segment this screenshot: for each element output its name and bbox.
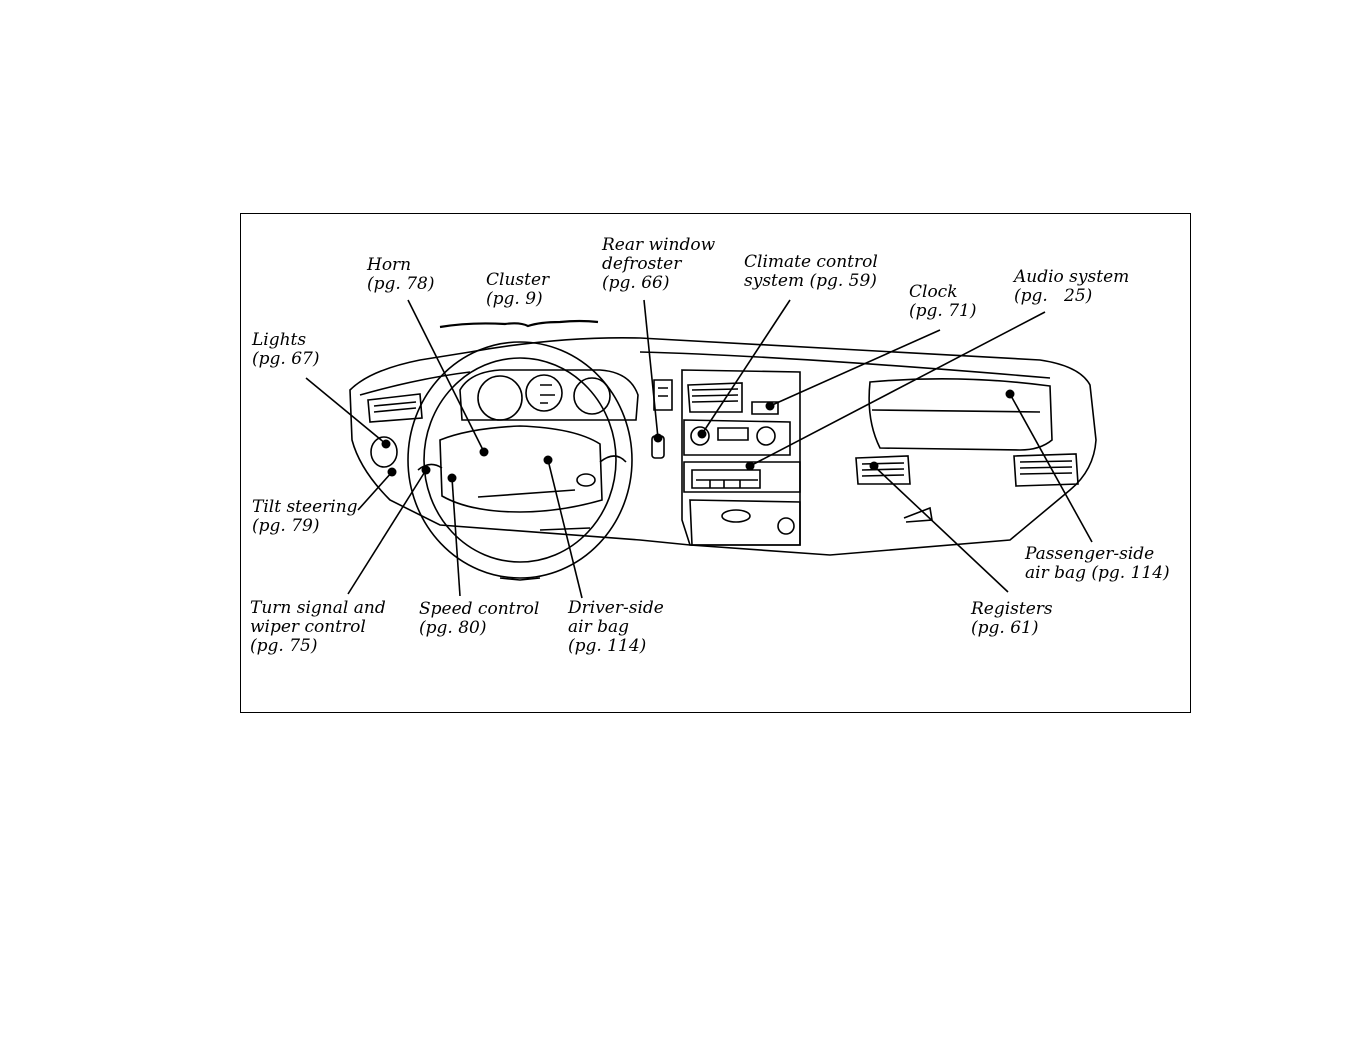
label-cluster: Cluster(pg. 9)	[486, 270, 550, 309]
label-tilt-steering: Tilt steering(pg. 79)	[252, 497, 358, 536]
label-registers: Registers(pg. 61)	[971, 599, 1053, 638]
leader-lines	[305, 299, 1093, 599]
label-clock: Clock(pg. 71)	[909, 282, 977, 321]
label-speed-control: Speed control(pg. 80)	[419, 599, 540, 638]
label-lights: Lights(pg. 67)	[252, 330, 320, 369]
label-audio-system: Audio system(pg. 25)	[1014, 267, 1130, 306]
diagram-frame	[240, 213, 1191, 713]
callout-dots	[381, 389, 1015, 483]
dashboard-outline	[349, 319, 1097, 581]
label-horn: Horn(pg. 78)	[367, 255, 435, 294]
